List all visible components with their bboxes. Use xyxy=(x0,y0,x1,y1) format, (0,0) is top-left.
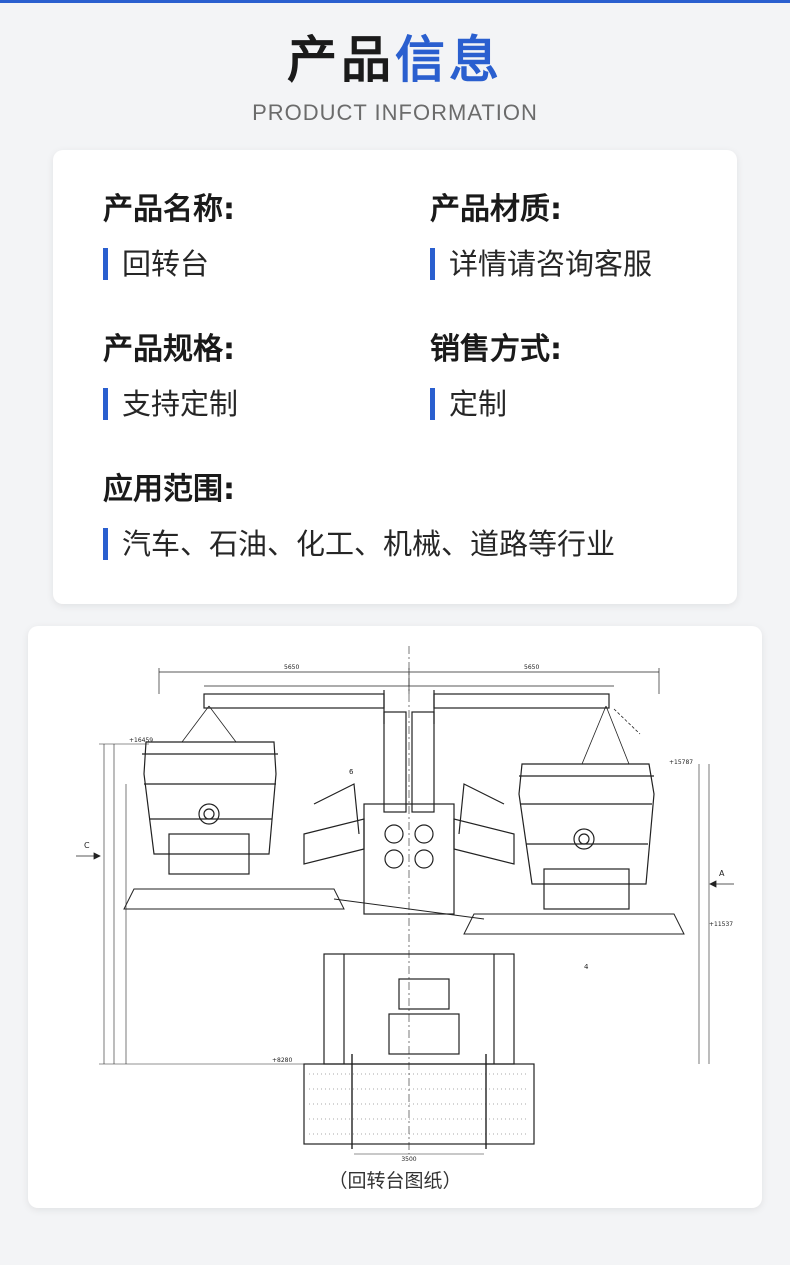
top-accent-rule xyxy=(0,0,790,3)
dim-top-right: 5650 xyxy=(524,664,539,671)
caption-text: 回转台图纸 xyxy=(347,1170,443,1192)
dim-bottom: 3500 xyxy=(401,1156,416,1163)
page-subtitle: PRODUCT INFORMATION xyxy=(252,100,538,125)
product-material-label: 产品材质: xyxy=(430,192,562,227)
product-spec-value-row: 支持定制 xyxy=(103,384,238,424)
section-label-c: C xyxy=(84,841,90,850)
hanging-chains xyxy=(181,705,641,765)
product-info-card: 产品名称: 回转台 产品材质: 详情请咨询客服 产品规格: 支持定制 销售方式:… xyxy=(53,150,737,604)
dim-top-left: 5650 xyxy=(284,664,299,671)
left-vertical-dimensions xyxy=(99,743,710,1065)
page-title: 产品信息 xyxy=(0,28,790,92)
concrete-hatch xyxy=(309,1073,529,1135)
application-scope-value-row: 汽车、石油、化工、机械、道路等行业 xyxy=(103,524,615,564)
caption-open-paren: （ xyxy=(328,1170,348,1192)
product-name-value-row: 回转台 xyxy=(103,244,235,284)
application-scope-label: 应用范围: xyxy=(103,472,235,507)
caption-close-paren: ） xyxy=(442,1170,462,1192)
label-six: 6 xyxy=(349,768,354,776)
info-item-scope: 应用范围: 汽车、石油、化工、机械、道路等行业 xyxy=(103,470,615,564)
pit-foundation xyxy=(303,953,535,1145)
value-bar xyxy=(430,248,435,280)
product-spec-label: 产品规格: xyxy=(103,332,235,367)
value-bar xyxy=(103,248,108,280)
left-ladle xyxy=(142,741,278,875)
central-column xyxy=(303,711,515,915)
section-markers xyxy=(76,852,734,888)
section-label-a: A xyxy=(719,869,725,878)
info-item-name: 产品名称: 回转台 xyxy=(103,190,235,284)
elevation-bottom: +8280 xyxy=(272,1057,292,1064)
product-name-value: 回转台 xyxy=(122,247,210,281)
value-bar xyxy=(103,388,108,420)
turntable-engineering-drawing: 5650 5650 +16459 xyxy=(76,646,734,1163)
title-accent: 信息 xyxy=(395,31,503,89)
product-material-value-row: 详情请咨询客服 xyxy=(430,244,652,284)
sales-method-value: 定制 xyxy=(449,387,508,421)
elevation-right-top: +15787 xyxy=(669,759,693,766)
label-four: 4 xyxy=(584,963,589,971)
value-bar xyxy=(430,388,435,420)
drawing-card: 5650 5650 +16459 xyxy=(28,626,762,1208)
application-scope-value: 汽车、石油、化工、机械、道路等行业 xyxy=(122,527,616,561)
product-spec-value: 支持定制 xyxy=(122,387,239,421)
info-item-material: 产品材质: 详情请咨询客服 xyxy=(430,190,652,284)
outrigger-platforms xyxy=(123,888,685,935)
value-bar xyxy=(103,528,108,560)
drawing-caption: （回转台图纸） xyxy=(28,1168,762,1194)
info-item-sales: 销售方式: 定制 xyxy=(430,330,562,424)
page-header: 产品信息 PRODUCT INFORMATION xyxy=(0,28,790,126)
anchor-bolts xyxy=(351,1054,487,1149)
info-item-spec: 产品规格: 支持定制 xyxy=(103,330,238,424)
product-name-label: 产品名称: xyxy=(103,192,235,227)
product-material-value: 详情请咨询客服 xyxy=(449,247,653,281)
elevation-right-mid: +11537 xyxy=(709,921,733,928)
sales-method-value-row: 定制 xyxy=(430,384,562,424)
right-ladle xyxy=(518,763,655,910)
title-main: 产品 xyxy=(287,31,395,89)
sales-method-label: 销售方式: xyxy=(430,332,562,367)
elevation-left-top: +16459 xyxy=(129,737,153,744)
